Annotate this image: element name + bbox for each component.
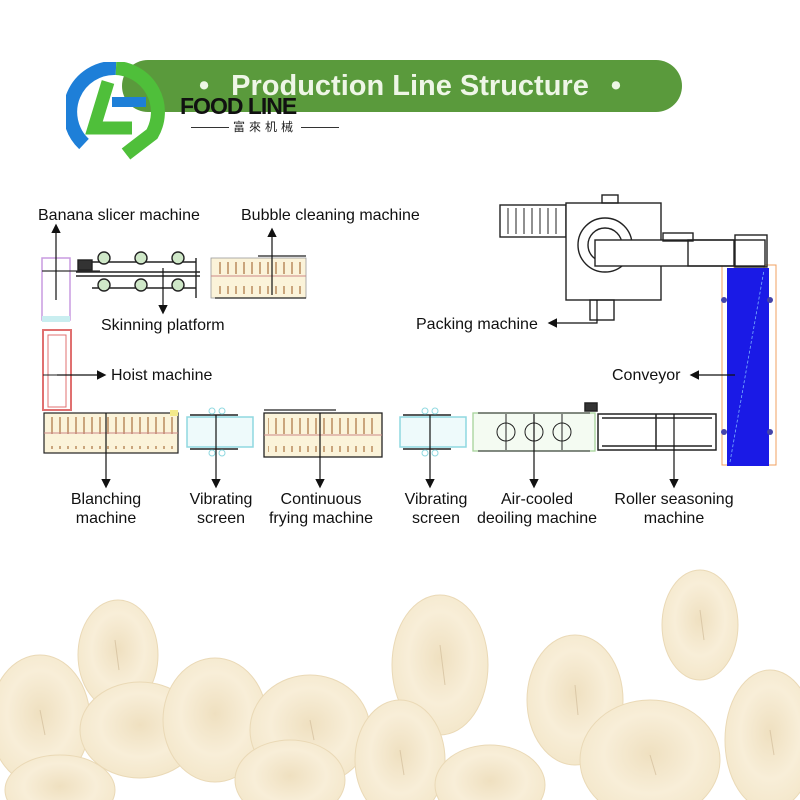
label-line-2: frying machine (268, 510, 374, 527)
label-vibrating-screen-1: Vibrating screen (166, 490, 276, 528)
label-line-2: deoiling machine (476, 510, 598, 527)
hoist-machine (42, 329, 72, 411)
leader-arrows (51, 223, 735, 489)
label-roller-seasoning: Roller seasoning machine (606, 490, 742, 528)
label-vibrating-screen-2: Vibrating screen (381, 490, 491, 528)
brand-subtitle: 富來机械 (180, 118, 350, 135)
title-text: Production Line Structure (231, 70, 589, 102)
label-line-1: Vibrating (404, 491, 468, 508)
label-line-2: screen (196, 510, 246, 527)
label-packing: Packing machine (416, 316, 538, 333)
label-line-2: machine (643, 510, 705, 527)
label-banana-slicer: Banana slicer machine (38, 207, 200, 224)
label-continuous-frying: Continuous frying machine (258, 490, 384, 528)
label-line-1: Air-cooled (500, 491, 574, 508)
vibrating-screen-1 (186, 407, 254, 457)
label-line-1: Blanching (70, 491, 142, 508)
label-line-1: Continuous (280, 491, 362, 508)
roller-seasoning-machine (584, 402, 717, 451)
banana-chips-image (0, 569, 800, 800)
packing-machine (499, 194, 768, 321)
skinning-platform (76, 251, 200, 298)
food-line-logo-icon (66, 62, 165, 160)
label-air-cooled-deoiling: Air-cooled deoiling machine (470, 490, 604, 528)
page-title: • Production Line Structure • (160, 66, 660, 106)
brand-name: FOOD LINE (180, 93, 297, 119)
conveyor (721, 264, 777, 466)
production-line-diagram (41, 194, 777, 489)
label-line-2: screen (411, 510, 461, 527)
bullet-right: • (610, 70, 622, 102)
bullet-left: • (198, 70, 210, 102)
blanching-machine (43, 410, 179, 454)
label-conveyor: Conveyor (612, 367, 681, 384)
label-line-1: Roller seasoning (614, 491, 734, 508)
bubble-cleaning-machine (210, 255, 307, 299)
label-bubble-cleaning: Bubble cleaning machine (241, 207, 420, 224)
label-skinning-platform: Skinning platform (101, 317, 225, 334)
title-banner (122, 60, 682, 112)
label-line-1: Vibrating (189, 491, 253, 508)
continuous-frying-machine (263, 409, 383, 458)
label-blanching: Blanching machine (46, 490, 166, 528)
vibrating-screen-2 (399, 407, 467, 457)
label-line-2: machine (75, 510, 137, 527)
label-hoist: Hoist machine (111, 367, 213, 384)
